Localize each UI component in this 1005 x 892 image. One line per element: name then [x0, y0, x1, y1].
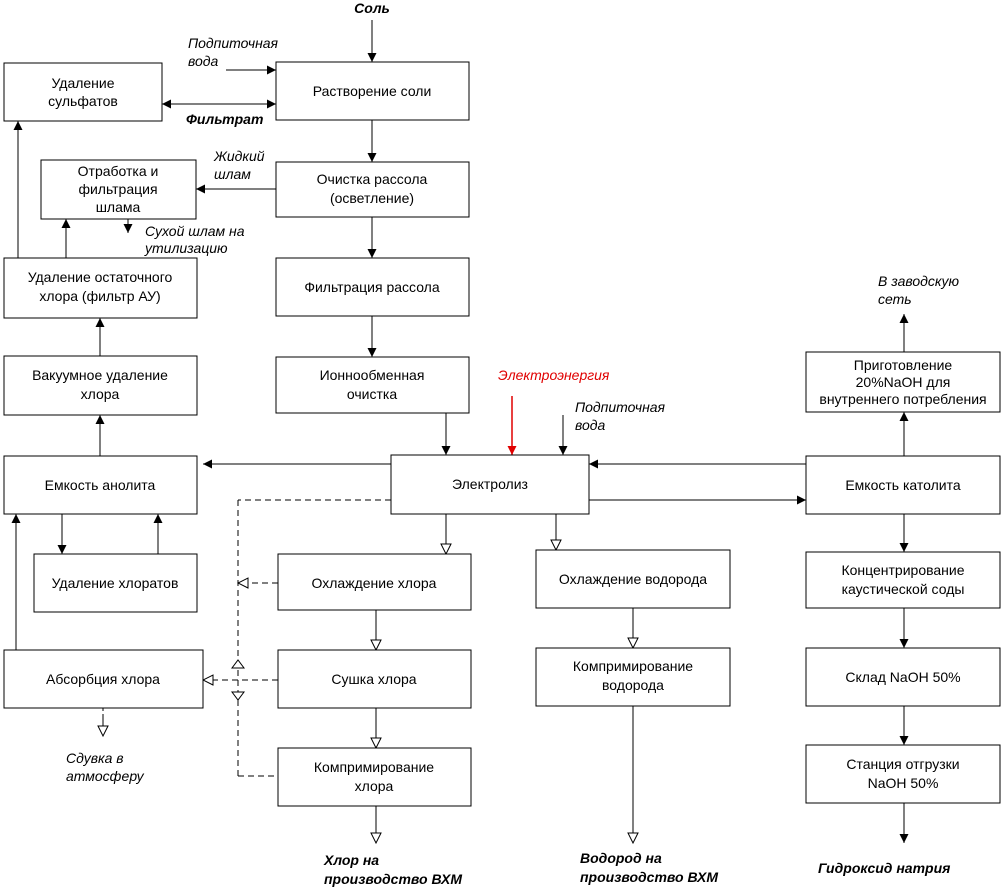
box-label: Компримирование [573, 658, 693, 674]
label-sodium-hydroxide: Гидроксид натрия [818, 860, 950, 876]
box-label: очистка [347, 386, 397, 402]
label-makeup-water-2: Подпиточная [575, 399, 666, 415]
box-brine-clarification: Очистка рассола (осветление) [275, 161, 470, 218]
box-label: хлора [81, 386, 120, 402]
box-sludge-processing: Отработка и фильтрация шлама [40, 159, 197, 220]
label-liquid-sludge: шлам [214, 166, 251, 182]
box-label: Растворение соли [313, 83, 432, 99]
box-label: Приготовление [854, 357, 953, 373]
label-to-plant-network: сеть [878, 291, 912, 307]
box-label: хлора [355, 778, 394, 794]
box-label: Емкость католита [845, 477, 961, 493]
box-label: Компримирование [314, 759, 434, 775]
box-label: фильтрация [78, 181, 157, 197]
box-label: Отработка и [78, 163, 159, 179]
box-naoh-internal: Приготовление 20%NaOH для внутреннего по… [805, 351, 1001, 413]
box-label: Удаление [51, 75, 114, 91]
box-catholyte-tank: Емкость католита [805, 455, 1001, 515]
box-caustic-concentration: Концентрирование каустической соды [805, 551, 1001, 609]
box-label: Емкость анолита [45, 477, 156, 493]
box-label: Сушка хлора [331, 671, 416, 687]
box-label: Абсорбция хлора [46, 671, 160, 687]
box-chlorine-absorption: Абсорбция хлора [3, 649, 204, 709]
box-label: Охлаждение хлора [312, 575, 437, 591]
box-label: Фильтрация рассола [304, 279, 440, 295]
box-label: Концентрирование [841, 562, 964, 578]
box-label: Электролиз [452, 476, 528, 492]
box-label: Удаление хлоратов [52, 575, 179, 591]
label-filtrate: Фильтрат [186, 111, 263, 127]
box-hydrogen-cooling: Охлаждение водорода [535, 549, 731, 609]
label-vent-atmosphere: атмосферу [66, 768, 145, 784]
label-to-plant-network: В заводскую [878, 273, 959, 289]
box-shipping-station: Станция отгрузки NaOH 50% [805, 744, 1001, 804]
box-label: Вакуумное удаление [32, 367, 168, 383]
box-label: (осветление) [330, 190, 414, 206]
label-chlorine-output: производство ВХМ [324, 871, 462, 887]
box-ion-exchange: Ионнообменная очистка [275, 356, 470, 414]
box-label: Станция отгрузки [846, 756, 959, 772]
box-vacuum-dechlorination: Вакуумное удаление хлора [3, 355, 198, 416]
label-liquid-sludge: Жидкий [213, 148, 265, 164]
box-label: NaOH 50% [868, 775, 939, 791]
label-vent-atmosphere: Сдувка в [66, 750, 124, 766]
label-dry-sludge: утилизацию [144, 240, 228, 256]
box-label: каустической соды [842, 581, 965, 597]
label-chlorine-output: Хлор на [323, 852, 379, 868]
box-label: Удаление остаточного [28, 269, 173, 285]
box-label: Охлаждение водорода [559, 571, 707, 587]
box-sulfate-removal: Удаление сульфатов [3, 62, 163, 122]
box-label: шлама [96, 199, 141, 215]
box-label: хлора (фильтр АУ) [39, 288, 160, 304]
box-naoh-storage: Склад NaOH 50% [805, 647, 1001, 707]
box-anolyte-tank: Емкость анолита [3, 455, 198, 515]
box-label: сульфатов [48, 93, 118, 109]
box-chlorate-removal: Удаление хлоратов [33, 553, 198, 613]
box-label: внутреннего потребления [819, 391, 986, 407]
label-hydrogen-output: Водород на [580, 850, 662, 866]
box-chlorine-cooling: Охлаждение хлора [277, 553, 472, 611]
box-chlorine-compression: Компримирование хлора [277, 747, 472, 807]
label-makeup-water-1: вода [188, 53, 219, 69]
connectors [11, 20, 909, 843]
label-salt: Соль [354, 0, 390, 16]
box-label: 20%NaOH для [856, 374, 951, 390]
box-label: водорода [602, 677, 664, 693]
box-electrolysis: Электролиз [390, 454, 590, 515]
label-electric-energy: Электроэнергия [498, 367, 610, 383]
box-salt-dissolving: Растворение соли [275, 61, 470, 121]
label-dry-sludge: Сухой шлам на [145, 223, 245, 239]
box-label: Склад NaOH 50% [845, 669, 960, 685]
box-brine-filtration: Фильтрация рассола [275, 257, 470, 317]
label-makeup-water-2: вода [575, 417, 606, 433]
label-hydrogen-output: производство ВХМ [580, 869, 718, 885]
box-residual-chlorine-removal: Удаление остаточного хлора (фильтр АУ) [3, 257, 198, 319]
box-chlorine-drying: Сушка хлора [277, 649, 472, 709]
box-label: Ионнообменная [320, 367, 425, 383]
box-hydrogen-compression: Компримирование водорода [535, 647, 731, 707]
box-label: Очистка рассола [317, 171, 428, 187]
label-makeup-water-1: Подпиточная [188, 35, 279, 51]
